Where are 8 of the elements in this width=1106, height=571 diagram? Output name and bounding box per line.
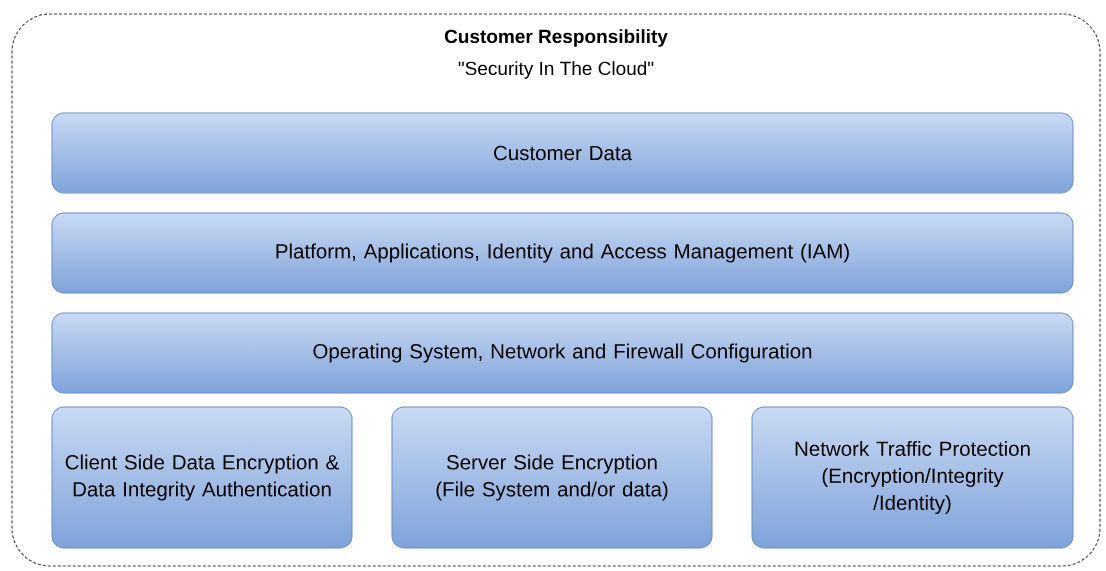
layer-bar: Customer Data [51,112,1074,194]
layer-bar: Client Side Data Encryption & Data Integrity Authentication [51,406,353,549]
subheading: "Security In The Cloud" [458,61,654,79]
layer-bar: Operating System, Network and Firewall Configuration [51,312,1074,394]
layer-bar: Server Side Encryption (File System and/or data) [391,406,713,549]
layer-bar: Network Traffic Protection (Encryption/Integrity /Identity) [751,406,1074,549]
layer-bar: Platform, Applications, Identity and Access Management (IAM) [51,212,1074,294]
heading: Customer Responsibility [444,29,668,47]
